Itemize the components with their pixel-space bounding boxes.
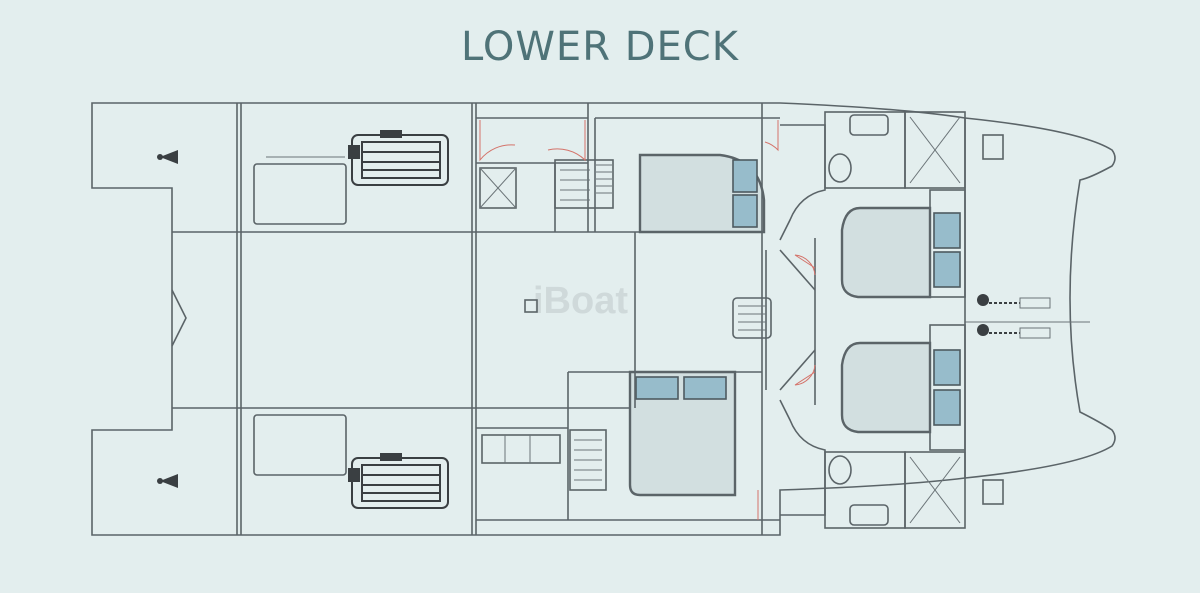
stairs-bottom [569, 429, 607, 491]
toilet-lower [828, 455, 852, 485]
watermark-text: iBoat [533, 280, 628, 322]
stairs-top [554, 159, 614, 209]
door-arc [479, 120, 516, 162]
sink-upper [849, 114, 889, 136]
windlass-icon-bottom [977, 324, 1051, 339]
engine-hatch-top [253, 163, 347, 225]
bed-forward-lower [840, 341, 932, 434]
bow-locker-lower [982, 479, 1004, 505]
engine-hatch-bottom [253, 414, 347, 476]
bed-lower-aft [628, 370, 737, 497]
anchor-icon-bottom [157, 474, 178, 488]
center-notch [171, 289, 187, 347]
anchor-icon-top [157, 150, 178, 164]
engine-icon-bottom [348, 453, 449, 509]
toilet-upper [828, 153, 852, 183]
sink-lower [849, 504, 889, 526]
bow-locker-upper [982, 134, 1004, 160]
deck-title: LOWER DECK [461, 24, 739, 70]
shower-lower [904, 451, 966, 529]
head-upper [824, 111, 906, 189]
head-lower [824, 451, 906, 529]
storage-locker-bottom [481, 434, 561, 464]
engine-icon-top [348, 130, 449, 186]
pillow [732, 159, 758, 193]
bed-forward-upper [840, 206, 932, 299]
forward-steps [732, 297, 772, 339]
storage-locker-top [479, 167, 517, 209]
floor-hatch [524, 299, 538, 313]
windlass-icon-top [977, 294, 1051, 309]
